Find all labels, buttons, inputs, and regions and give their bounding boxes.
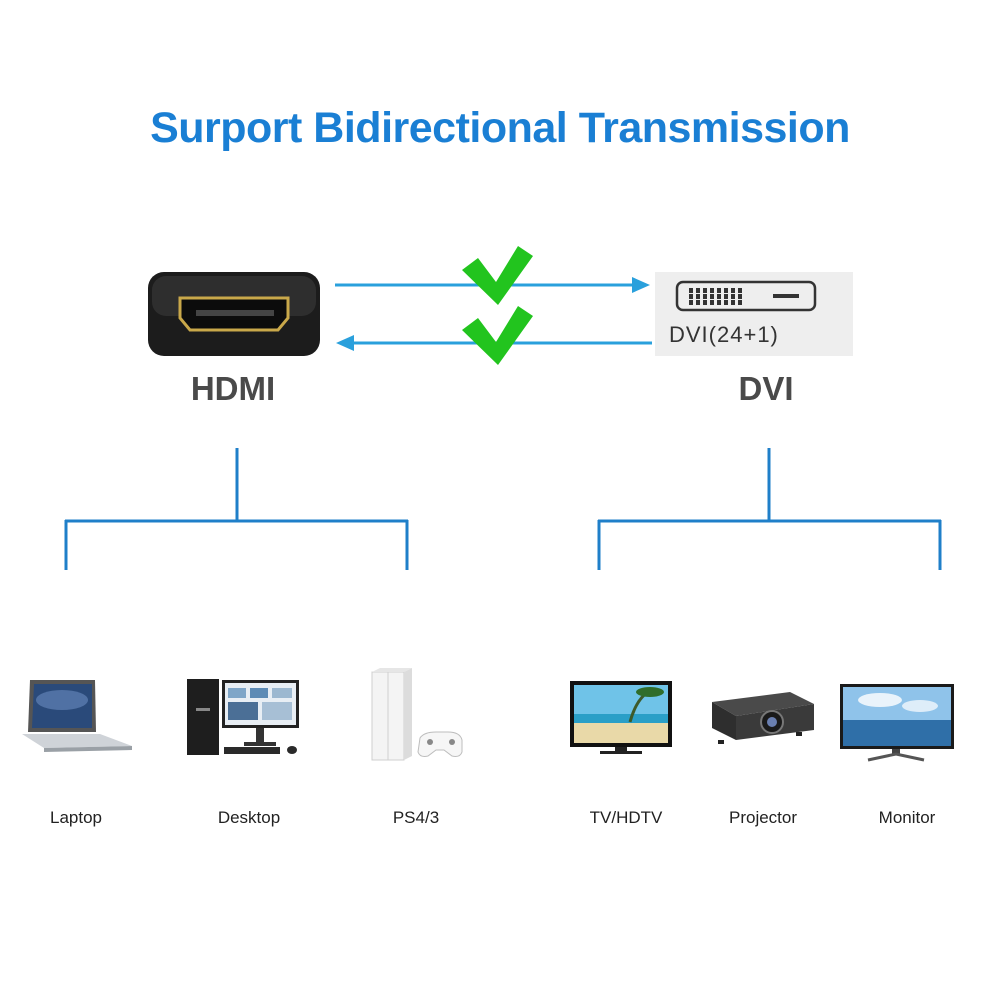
laptop-icon (22, 680, 132, 752)
device-label-ps4: PS4/3 (392, 808, 440, 827)
monitor-icon (840, 684, 954, 762)
page-title: Surport Bidirectional Transmission (150, 104, 850, 152)
dvi-tree-lines (597, 448, 942, 570)
game-console-icon (371, 668, 463, 761)
device-label-desktop: Desktop (217, 808, 281, 827)
hdmi-port-icon (148, 272, 320, 356)
device-label-tv: TV/HDTV (589, 808, 663, 827)
checkmark-icon (462, 246, 533, 305)
dvi-port-icon: DVI(24+1) (655, 272, 853, 356)
tv-icon (570, 681, 672, 754)
dvi-pin-diagram (675, 280, 817, 312)
device-label-projector: Projector (728, 808, 798, 827)
desktop-icon (187, 679, 299, 755)
hdmi-label: HDMI (190, 370, 276, 407)
dvi-label: DVI (738, 370, 794, 407)
device-label-laptop: Laptop (50, 808, 102, 827)
device-label-monitor: Monitor (878, 808, 936, 827)
dvi-connector-text: DVI(24+1) (669, 322, 779, 347)
checkmark-icon (462, 306, 533, 365)
projector-icon (712, 692, 814, 744)
hdmi-tree-lines (64, 448, 409, 570)
